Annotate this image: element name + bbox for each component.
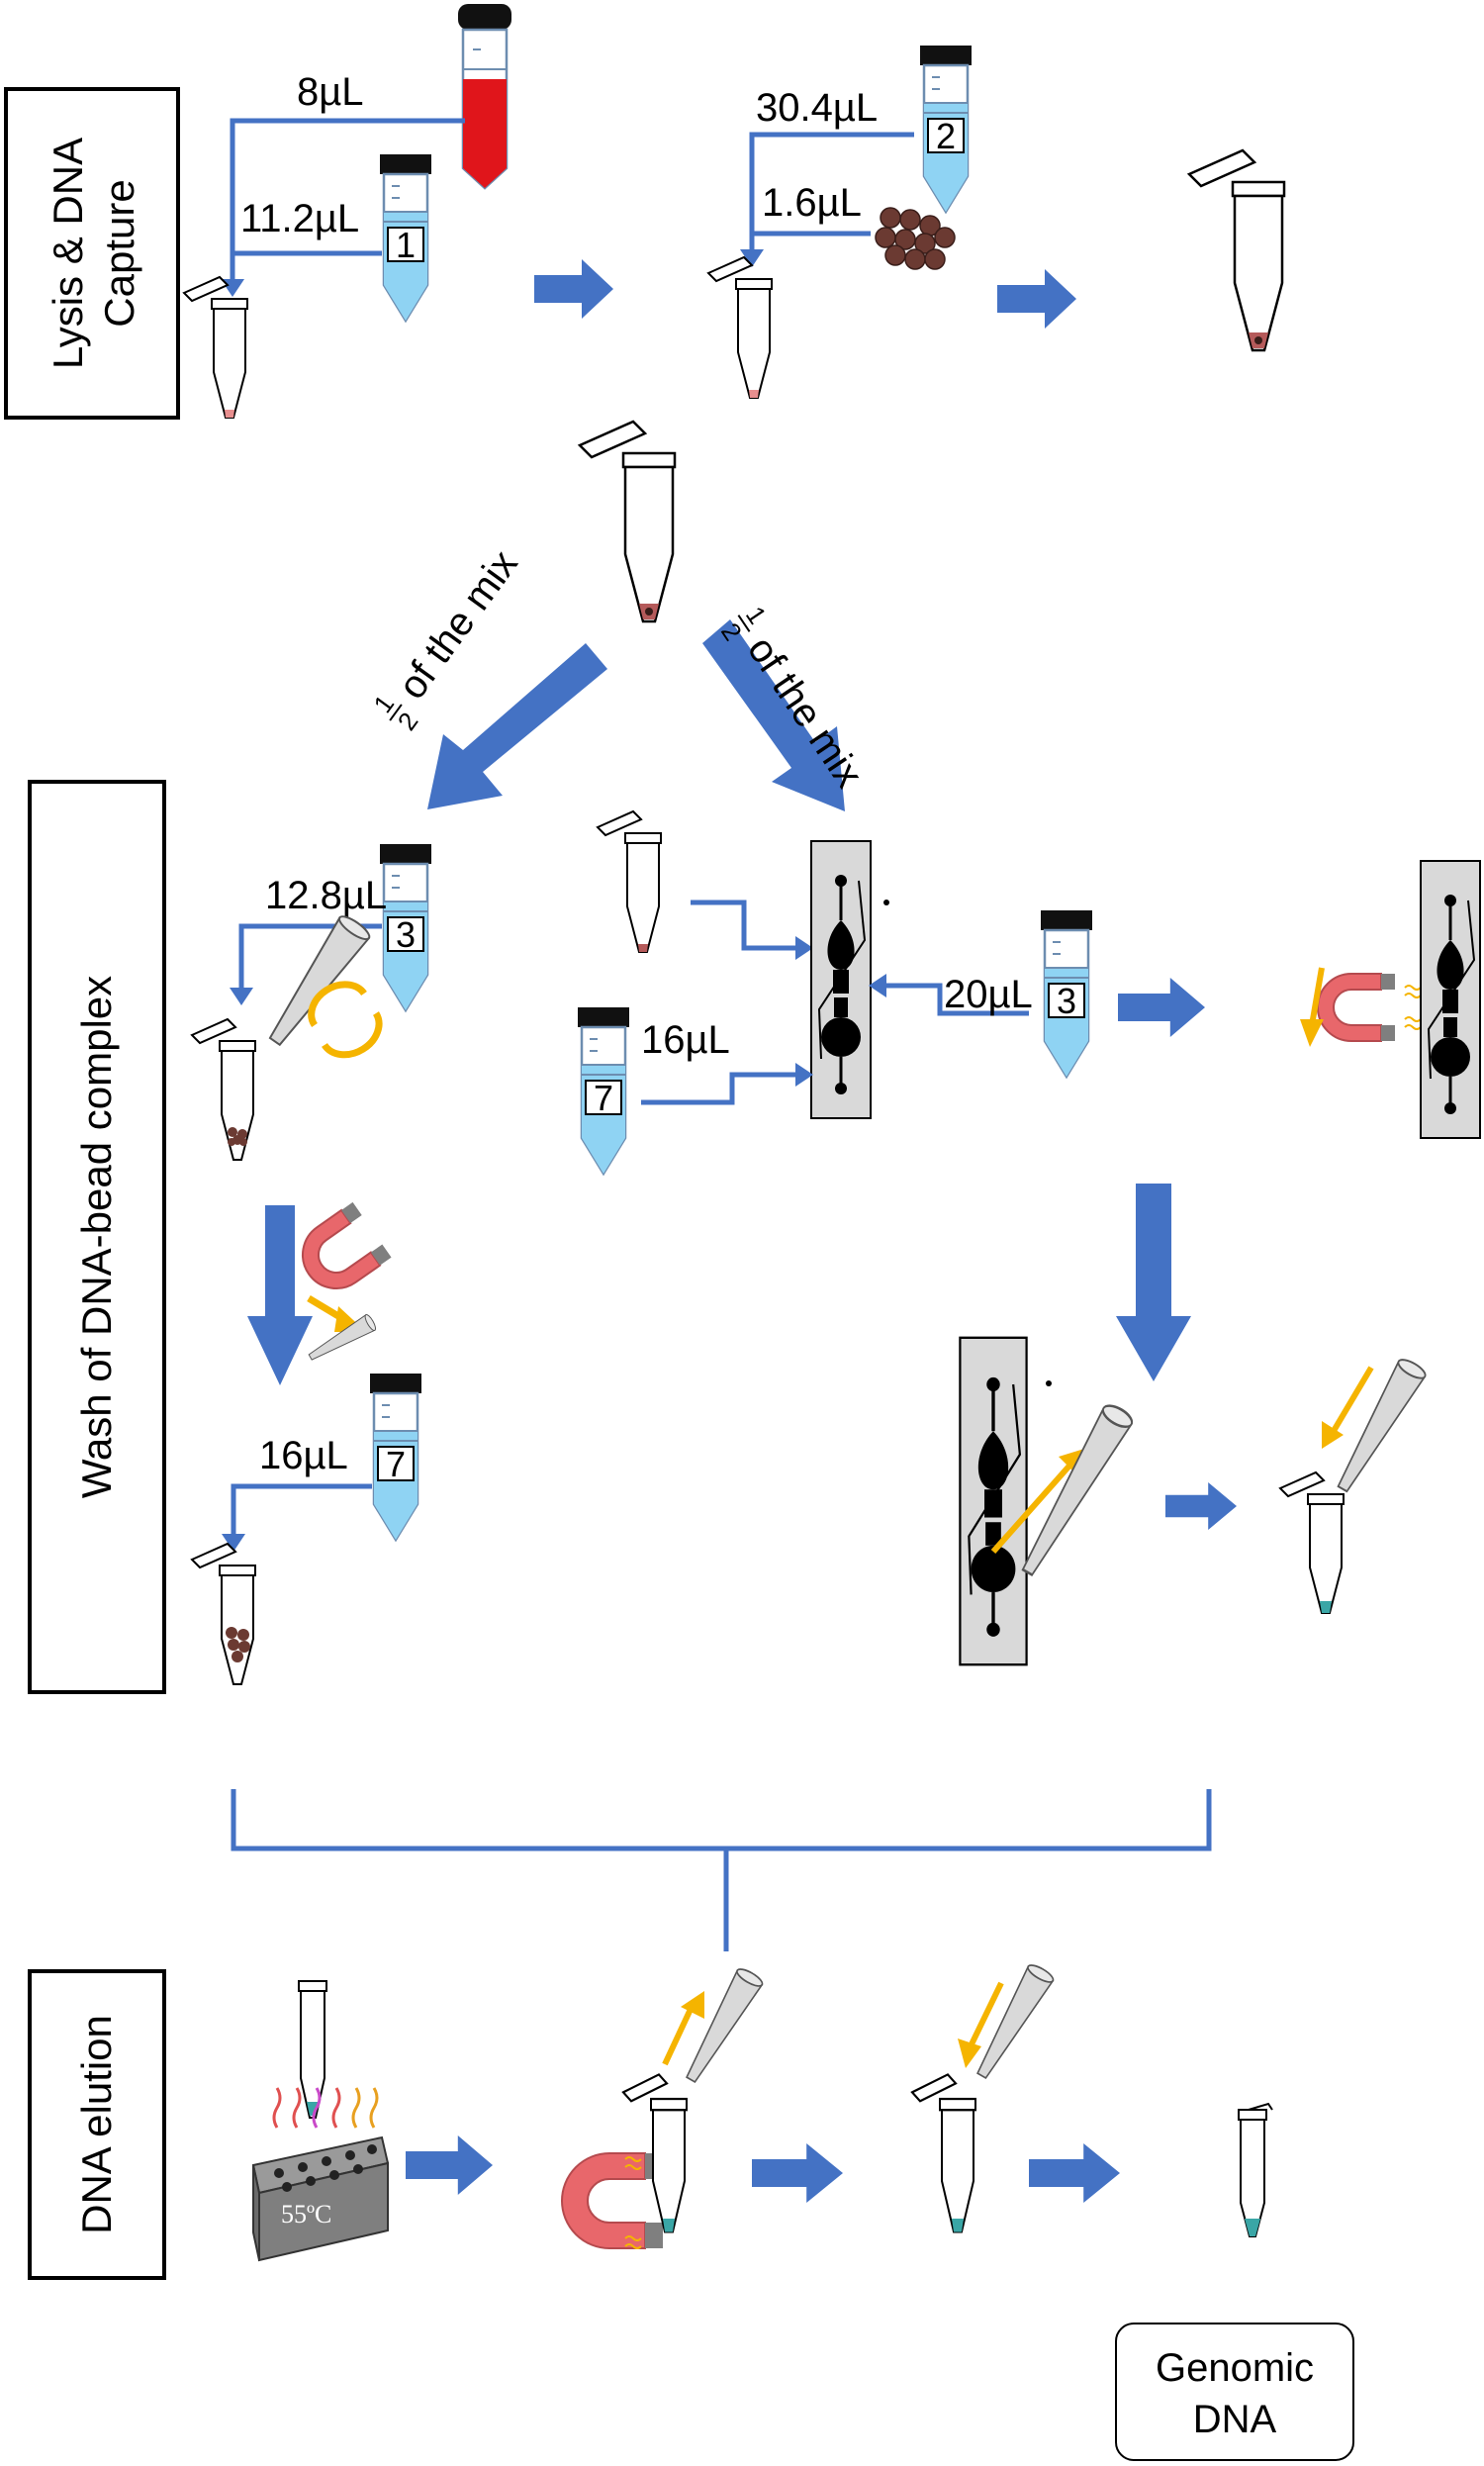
pipette-tip-mix-left <box>259 911 374 1053</box>
micro-tube-lysis-3 <box>1187 148 1286 352</box>
output-box-genomic-dna: Genomic DNA <box>1115 2323 1354 2461</box>
tube-number-7-right: 7 <box>594 1078 613 1118</box>
yellow-arrow-elution-down <box>958 1981 1004 2068</box>
output-label-line2: DNA <box>1193 2398 1277 2441</box>
microfluidic-chip-1 <box>809 839 873 1120</box>
section-label-wash: Wash of DNA-bead complex <box>73 976 120 1498</box>
heat-waves-icon <box>272 2087 379 2129</box>
output-label-line1: Genomic <box>1156 2346 1314 2390</box>
microfluidic-chip-2 <box>1419 859 1482 1140</box>
magnetic-beads <box>875 207 956 270</box>
micro-tube-lysis-2 <box>707 256 773 399</box>
volume-label-blood: 8µL <box>297 70 364 114</box>
micro-tube-elution-dispense <box>910 2073 977 2233</box>
pipette-tip-elution-1 <box>677 1965 766 2088</box>
flow-arrow-lysis-1 <box>534 259 613 319</box>
section-label-lysis-line1: Lysis & DNA <box>45 138 91 369</box>
split-arrow-left <box>427 643 607 809</box>
pipette-tip-chip <box>1012 1400 1137 1582</box>
chip-dot-2 <box>1046 1380 1052 1386</box>
micro-tube-lysis-1 <box>183 276 248 419</box>
volume-label-wash3-left: 12.8µL <box>265 874 387 917</box>
blood-tube <box>458 4 511 190</box>
micro-tube-chip-sample <box>597 810 662 953</box>
micro-tube-wash-left-1 <box>191 1018 256 1161</box>
tube-number-7-left: 7 <box>386 1444 406 1484</box>
section-box-elution: DNA elution <box>28 1969 166 2280</box>
micro-tube-elution-magnet <box>621 2073 689 2233</box>
flow-arrow-chip-elute <box>1165 1482 1237 1530</box>
reagent-tube-2: 2 <box>918 44 974 214</box>
flow-arrow-elution-3 <box>1029 2143 1120 2203</box>
micro-tube-chip-eluate <box>1279 1471 1345 1614</box>
volume-label-reagent1: 11.2µL <box>240 197 359 240</box>
section-label-elution: DNA elution <box>73 2015 120 2234</box>
wash3-to-chip-line <box>869 974 1029 1016</box>
micro-tube-wash-left-2 <box>191 1543 256 1685</box>
yellow-arrow-elution-up <box>662 1991 704 2066</box>
flow-arrow-chip-right <box>1118 978 1205 1037</box>
micro-tube-mix <box>578 420 677 623</box>
wash-tube-3-right: 3 <box>1039 908 1094 1079</box>
pipette-tip-dispense <box>1328 1355 1430 1498</box>
volume-label-wash7-left: 16µL <box>259 1434 348 1477</box>
section-label-lysis-line2: Capture <box>96 179 142 327</box>
split-label-left: 1 2 of the mix <box>367 542 526 735</box>
wash-tube-3-left: 3 <box>378 842 433 1012</box>
magnet-field-marks-chip <box>1404 985 1422 1030</box>
volume-label-reagent2: 30.4µL <box>756 86 878 130</box>
heat-block-temperature: 55ºC <box>281 2200 331 2229</box>
reagent-tube-1: 1 <box>378 152 433 323</box>
merge-brace <box>231 1789 1212 1951</box>
volume-label-beads: 1.6µL <box>762 181 862 225</box>
flow-arrow-elution-2 <box>752 2143 843 2203</box>
reagent2-transfer-line <box>740 132 914 267</box>
wash7-transfer-line-left <box>222 1483 372 1552</box>
micro-tube-genomic-dna <box>1238 2102 1273 2237</box>
section-box-lysis: Lysis & DNA Capture <box>4 87 180 420</box>
split-arrow-right <box>702 619 845 811</box>
flow-arrow-chip-down <box>1116 1184 1191 1381</box>
magnet-field-marks-elution <box>624 2156 642 2249</box>
wash7-to-chip-line <box>641 1063 813 1105</box>
heat-block: 55ºC <box>251 2135 390 2262</box>
magnet-icon-elution <box>561 2152 663 2249</box>
flow-arrow-wash-left-down <box>247 1205 313 1385</box>
tube-number-1: 1 <box>396 225 416 265</box>
tube-number-2: 2 <box>936 116 956 156</box>
magnet-icon-chip <box>1317 973 1396 1042</box>
microfluidic-chip-3 <box>958 1336 1029 1666</box>
volume-label-chip7: 16µL <box>641 1018 730 1062</box>
chip-dot-1 <box>883 900 889 905</box>
yellow-arrow-dispense <box>1322 1366 1374 1449</box>
magnet-icon-wash-left <box>288 1200 393 1303</box>
split-text-left: of the mix <box>390 542 526 707</box>
flow-arrow-lysis-2 <box>997 269 1076 329</box>
micro-tube-elution-heat <box>298 1980 327 2119</box>
tube-number-3-right: 3 <box>1057 981 1076 1021</box>
split-denominator-left: 2 <box>392 707 424 735</box>
section-box-wash: Wash of DNA-bead complex <box>28 780 166 1694</box>
wash-tube-7-left: 7 <box>368 1372 423 1542</box>
flow-arrow-elution-1 <box>406 2135 493 2195</box>
wash-tube-7-right: 7 <box>576 1005 631 1176</box>
yellow-arrow-chip-down <box>1300 967 1325 1047</box>
tube-number-3-left: 3 <box>396 914 416 955</box>
sample-to-chip-line <box>691 900 813 960</box>
volume-label-chip3: 20µL <box>944 973 1033 1016</box>
mixing-arrows-icon <box>308 981 383 1059</box>
